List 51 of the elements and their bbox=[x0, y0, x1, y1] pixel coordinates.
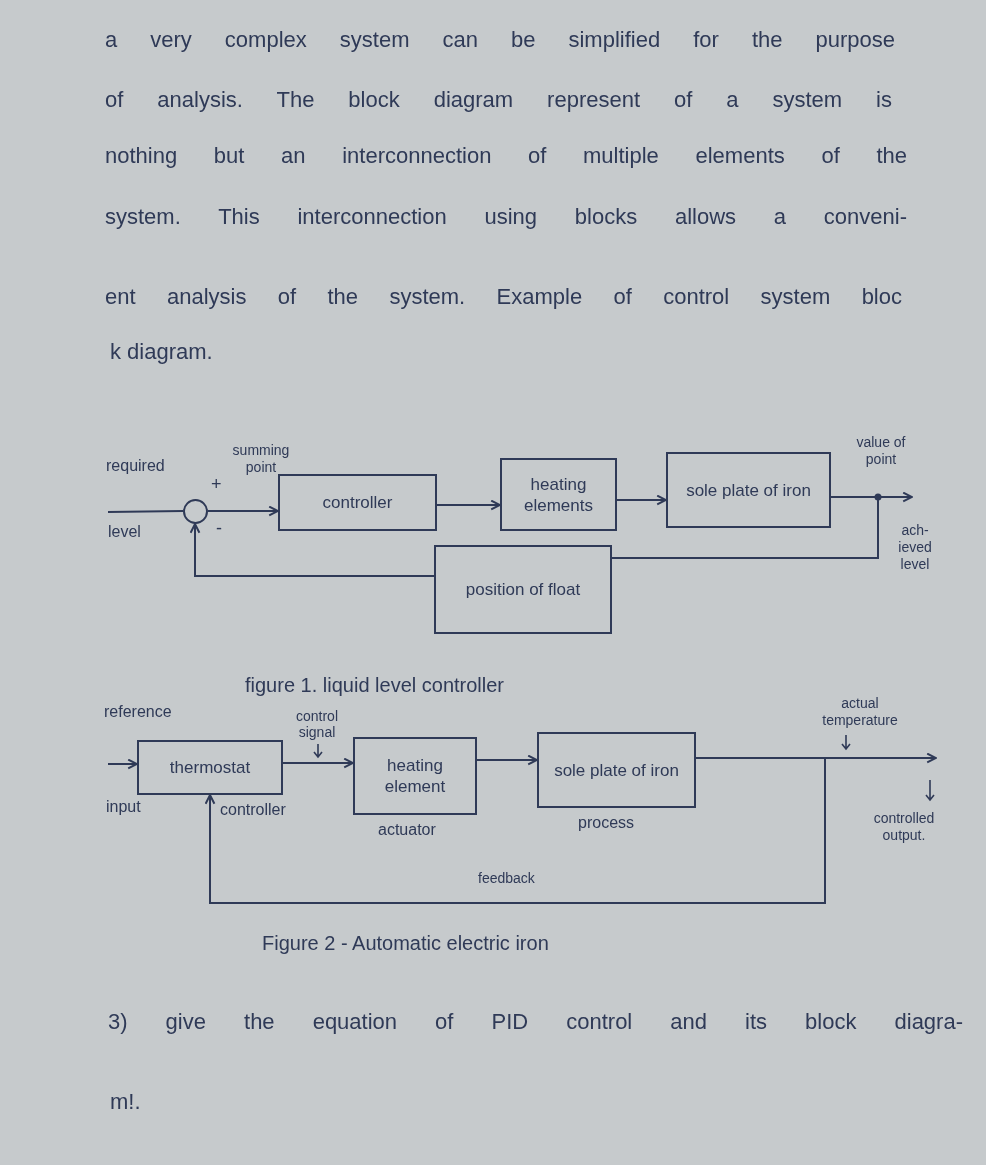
signal-label: value of point bbox=[855, 434, 907, 468]
block-box bbox=[137, 740, 283, 795]
figure-caption: Figure 2 - Automatic electric iron bbox=[262, 931, 549, 956]
body-text: 3) give the equation of PID control and its block diagra- bbox=[108, 1008, 963, 1036]
block-box bbox=[353, 737, 477, 815]
signal-label: reference bbox=[104, 702, 172, 722]
arrow bbox=[282, 757, 354, 769]
arrow bbox=[436, 499, 501, 511]
body-text: of analysis. The block diagram represent of a system is bbox=[105, 86, 892, 114]
signal-label: actual temperature bbox=[821, 695, 899, 729]
block-caption: actuator bbox=[378, 820, 436, 840]
sign-label: - bbox=[216, 518, 222, 538]
arrow bbox=[189, 523, 435, 577]
signal-label: level bbox=[108, 522, 141, 542]
block-box bbox=[666, 452, 831, 528]
arrow bbox=[476, 754, 538, 766]
block-label: heating element bbox=[383, 755, 447, 797]
block-label: sole plate of iron bbox=[686, 479, 811, 501]
connector-line bbox=[107, 510, 184, 513]
arrow bbox=[107, 758, 138, 770]
signal-label: input bbox=[106, 797, 141, 817]
body-text: ent analysis of the system. Example of control system bloc bbox=[105, 283, 902, 311]
block-caption: process bbox=[578, 813, 635, 833]
block-box bbox=[278, 474, 437, 531]
body-text: a very complex system can be simplified for the purpose bbox=[105, 26, 895, 54]
block-box bbox=[537, 732, 696, 808]
signal-label: controlled output. bbox=[872, 810, 936, 844]
edge-label: feedback bbox=[478, 870, 535, 886]
arrow bbox=[204, 757, 826, 904]
body-text: system. This interconnection using blocks allows a conveni- bbox=[105, 203, 907, 231]
block-box bbox=[500, 458, 617, 531]
body-text: nothing but an interconnection of multiple elements of the bbox=[105, 142, 907, 170]
block-caption: controller bbox=[220, 800, 286, 820]
arrow bbox=[616, 494, 667, 506]
body-text: k diagram. bbox=[110, 338, 213, 366]
body-text: m!. bbox=[110, 1088, 141, 1116]
signal-label: ach- ieved level bbox=[897, 522, 933, 573]
edge-label: control signal bbox=[295, 708, 339, 740]
figure-caption: figure 1. liquid level controller bbox=[245, 673, 505, 698]
block-label: controller bbox=[322, 492, 393, 513]
sign-label: + bbox=[211, 474, 222, 494]
block-label: sole plate of iron bbox=[554, 759, 679, 781]
connector-line bbox=[611, 496, 879, 559]
block-box bbox=[434, 545, 612, 634]
signal-label: summing point bbox=[231, 442, 291, 476]
block-label: thermostat bbox=[169, 757, 251, 778]
arrow bbox=[207, 505, 279, 517]
block-label: position of float bbox=[465, 579, 581, 600]
summing-junction-circle bbox=[183, 499, 208, 524]
signal-label: required bbox=[106, 456, 165, 476]
block-label: heating elements bbox=[523, 473, 594, 516]
